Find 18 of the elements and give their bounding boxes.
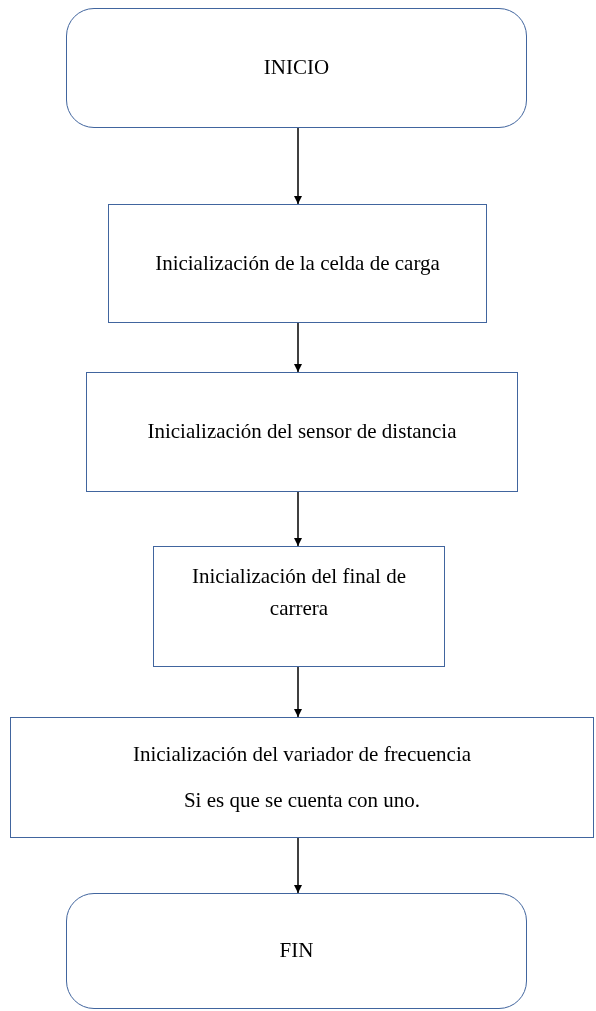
process-box <box>153 546 445 667</box>
process-box <box>86 372 518 492</box>
arrow <box>294 322 302 373</box>
node-text: Si es que se cuenta con uno. <box>183 786 421 814</box>
arrow <box>294 666 302 718</box>
terminal-box <box>66 8 527 128</box>
node-text: INICIO <box>263 54 330 82</box>
node-text: Inicialización del variador de frecuencia <box>132 741 472 768</box>
process-box <box>108 204 487 323</box>
node-text: Inicialización del sensor de distancia <box>147 418 457 446</box>
terminal-box <box>66 893 527 1009</box>
node-text: FIN <box>279 937 314 965</box>
arrow <box>294 491 302 547</box>
arrow <box>294 837 302 894</box>
arrow <box>294 127 302 205</box>
node-text: Inicialización de la celda de carga <box>155 249 440 277</box>
process-box <box>10 717 594 838</box>
node-text: Inicialización del final de carrera <box>191 563 407 622</box>
